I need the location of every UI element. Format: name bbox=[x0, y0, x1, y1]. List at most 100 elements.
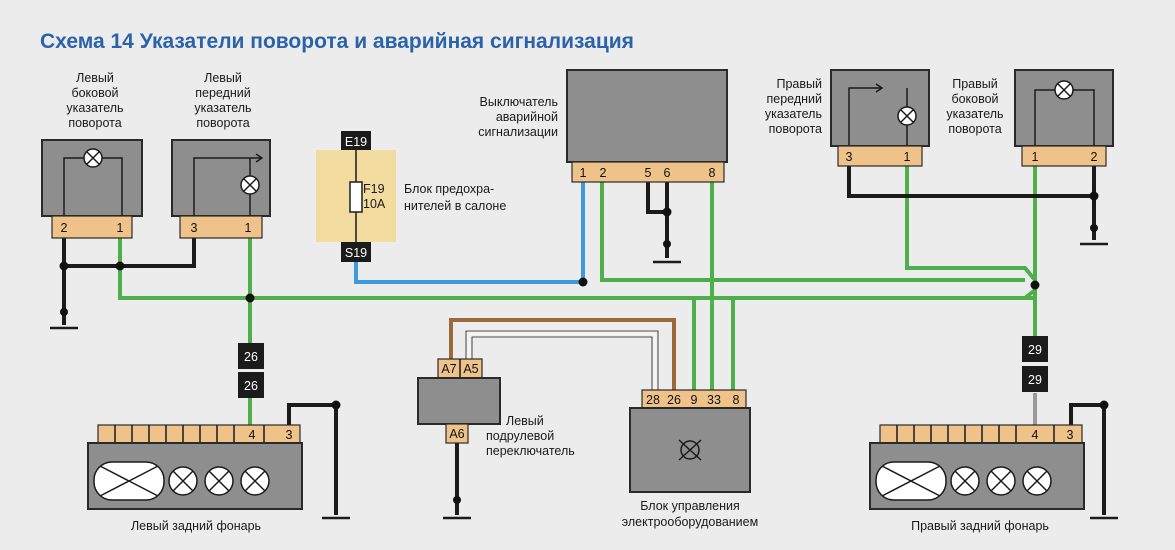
junction-node bbox=[578, 277, 588, 287]
component-label: Выключатель bbox=[480, 95, 558, 109]
fuse-label: F19 bbox=[363, 182, 385, 196]
pin-label: 26 bbox=[244, 379, 258, 393]
component-label: подрулевой bbox=[486, 429, 554, 443]
pin-label: 3 bbox=[1067, 428, 1074, 442]
wire-outline-a5b bbox=[471, 336, 653, 392]
ground-icon bbox=[50, 308, 78, 330]
pin-label: 3 bbox=[846, 150, 853, 164]
pin-label: A7 bbox=[441, 362, 456, 376]
component-label: Блок предохра- bbox=[404, 182, 494, 196]
right-front-indicator: Правый передний указатель поворота 3 1 bbox=[765, 69, 930, 167]
pin-label: 3 bbox=[191, 221, 198, 235]
fuse-block: E19 S19 F19 10A Блок предохра- нителей в… bbox=[316, 131, 506, 262]
right-side-indicator: Правый боковой указатель поворота 1 2 bbox=[946, 69, 1114, 167]
wire-blue-fuse bbox=[354, 181, 585, 284]
wire-white-a5 bbox=[467, 332, 657, 392]
junction-node bbox=[662, 207, 672, 217]
pin-label: 1 bbox=[1032, 150, 1039, 164]
wire-black-left-front bbox=[64, 238, 196, 268]
pin-label: 29 bbox=[1028, 373, 1042, 387]
electrical-control-unit: 28 26 9 33 8 Блок управления электрообор… bbox=[622, 389, 758, 529]
diagram-title: Схема 14 Указатели поворота и аварийная … bbox=[40, 30, 634, 53]
ground-symbols bbox=[50, 224, 1118, 520]
pin-label: 1 bbox=[904, 150, 911, 164]
left-rear-lamp: 4 3 Левый задний фонарь bbox=[87, 424, 303, 533]
pin-label: 8 bbox=[709, 166, 716, 180]
component-label: сигнализации bbox=[478, 125, 558, 139]
pin-label: 2 bbox=[61, 221, 68, 235]
junction-node bbox=[331, 400, 341, 410]
pin-label: 29 bbox=[1028, 343, 1042, 357]
terminal-label: E19 bbox=[345, 135, 367, 149]
left-column-switch: A7 A5 A6 Левый подрулевой переключатель bbox=[417, 358, 575, 458]
right-inline-connector: 29 29 bbox=[1022, 336, 1048, 392]
wire-green-ecu-8 bbox=[731, 288, 1037, 392]
component-label: передний bbox=[766, 92, 822, 106]
pin-label: 26 bbox=[244, 350, 258, 364]
pin-label: 2 bbox=[600, 166, 607, 180]
junction-node bbox=[1089, 191, 1099, 201]
left-front-indicator: Левый передний указатель поворота 3 1 bbox=[171, 71, 271, 239]
component-label: переключатель bbox=[486, 444, 575, 458]
component-label: боковой bbox=[951, 92, 998, 106]
left-inline-connector: 26 26 bbox=[238, 343, 264, 398]
ground-icon bbox=[443, 496, 471, 520]
component-label: поворота bbox=[196, 116, 249, 130]
junction-node bbox=[59, 261, 69, 271]
junction-node bbox=[1099, 400, 1109, 410]
wire-black-right-rear bbox=[1069, 403, 1106, 515]
pin-label: 1 bbox=[117, 221, 124, 235]
component-label: указатель bbox=[194, 101, 251, 115]
ground-icon bbox=[1080, 224, 1108, 246]
component-label: Левый bbox=[204, 71, 242, 85]
pin-label: 4 bbox=[1032, 428, 1039, 442]
wire-black-left-rear bbox=[287, 403, 338, 515]
component-label: электрооборудованием bbox=[622, 515, 758, 529]
pin-label: 1 bbox=[245, 221, 252, 235]
component-label: поворота bbox=[948, 122, 1001, 136]
pin-label: 28 bbox=[646, 393, 660, 407]
component-label: аварийной bbox=[496, 110, 558, 124]
pin-label: 2 bbox=[1091, 150, 1098, 164]
component-label: Блок управления bbox=[640, 499, 740, 513]
component-label: передний bbox=[195, 86, 251, 100]
component-label: нителей в салоне bbox=[404, 199, 506, 213]
component-label: указатель bbox=[946, 107, 1003, 121]
ground-icon bbox=[653, 240, 681, 264]
pin-label: 4 bbox=[249, 428, 256, 442]
pin-label: 26 bbox=[667, 393, 681, 407]
pin-label: A5 bbox=[463, 362, 478, 376]
pin-label: 33 bbox=[707, 393, 721, 407]
pin-label: 3 bbox=[286, 428, 293, 442]
wire-green-right-front bbox=[905, 166, 1037, 282]
turn-signal-icon bbox=[678, 439, 702, 461]
component-label: указатель bbox=[66, 101, 123, 115]
right-rear-lamp: 4 3 Правый задний фонарь bbox=[869, 424, 1085, 533]
pin-label: 8 bbox=[733, 393, 740, 407]
pin-label: 5 bbox=[645, 166, 652, 180]
fuse-rating: 10A bbox=[363, 197, 386, 211]
hazard-switch: Выключатель аварийной сигнализации 1 2 5… bbox=[478, 69, 728, 183]
component-label: Левый bbox=[506, 414, 544, 428]
component-label: Левый задний фонарь bbox=[131, 519, 261, 533]
pin-label: 6 bbox=[664, 166, 671, 180]
pin-label: 9 bbox=[691, 393, 698, 407]
component-label: Правый задний фонарь bbox=[911, 519, 1049, 533]
component-label: боковой bbox=[71, 86, 118, 100]
wire-green-bus bbox=[118, 238, 1035, 300]
component-label: поворота bbox=[68, 116, 121, 130]
wire-black-right bbox=[847, 166, 1094, 198]
component-label: указатель bbox=[765, 107, 822, 121]
component-label: поворота bbox=[769, 122, 822, 136]
wire-outline-a5 bbox=[465, 330, 659, 392]
wire-green-hazard-2 bbox=[600, 181, 1025, 282]
pin-label: 1 bbox=[580, 166, 587, 180]
left-side-indicator: Левый боковой указатель поворота 2 1 bbox=[41, 71, 143, 239]
junction-node bbox=[245, 293, 255, 303]
wire-black-hazard bbox=[646, 181, 669, 258]
terminal-label: S19 bbox=[345, 246, 367, 260]
fuse-icon bbox=[349, 181, 363, 213]
wire-brown-a7 bbox=[449, 318, 676, 392]
component-label: Правый bbox=[777, 77, 823, 91]
